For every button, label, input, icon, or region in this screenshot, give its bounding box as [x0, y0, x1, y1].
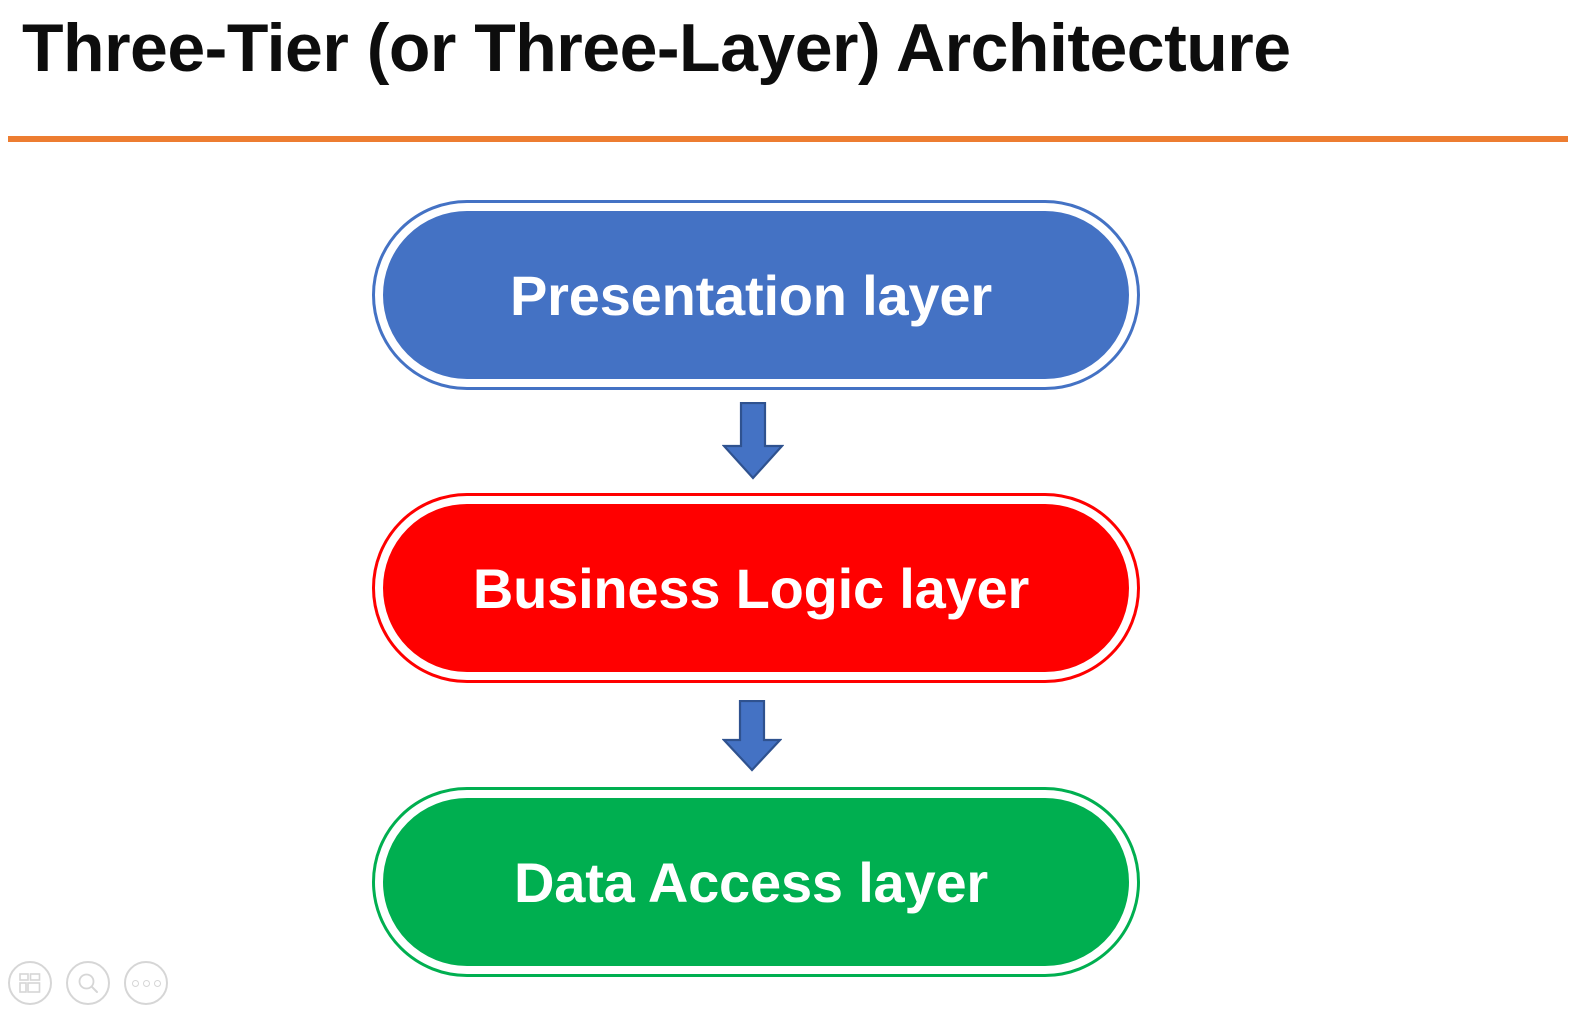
more-options-button[interactable] — [124, 961, 168, 1005]
layer-box-business-logic[interactable]: Business Logic layer — [372, 493, 1140, 683]
title-divider-rule — [8, 136, 1568, 142]
all-slides-button[interactable] — [8, 961, 52, 1005]
zoom-button[interactable] — [66, 961, 110, 1005]
magnifier-icon — [76, 971, 100, 995]
inner-fill-business-logic — [383, 504, 1129, 672]
inner-fill-presentation — [383, 211, 1129, 379]
page-title: Three-Tier (or Three-Layer) Architecture — [22, 10, 1291, 86]
layer-box-presentation[interactable]: Presentation layer — [372, 200, 1140, 390]
layer-box-data-access[interactable]: Data Access layer — [372, 787, 1140, 977]
slides-grid-icon — [18, 971, 42, 995]
presentation-controls-bar — [0, 955, 168, 1011]
layer-label-business-logic: Business Logic layer — [472, 556, 1030, 620]
more-options-icon — [131, 979, 161, 987]
inner-fill-data-access — [383, 798, 1129, 966]
arrow-business-to-data-access — [721, 699, 783, 772]
layer-label-data-access: Data Access layer — [514, 850, 988, 914]
arrow-presentation-to-business — [721, 401, 785, 480]
layer-label-presentation: Presentation layer — [510, 263, 992, 327]
